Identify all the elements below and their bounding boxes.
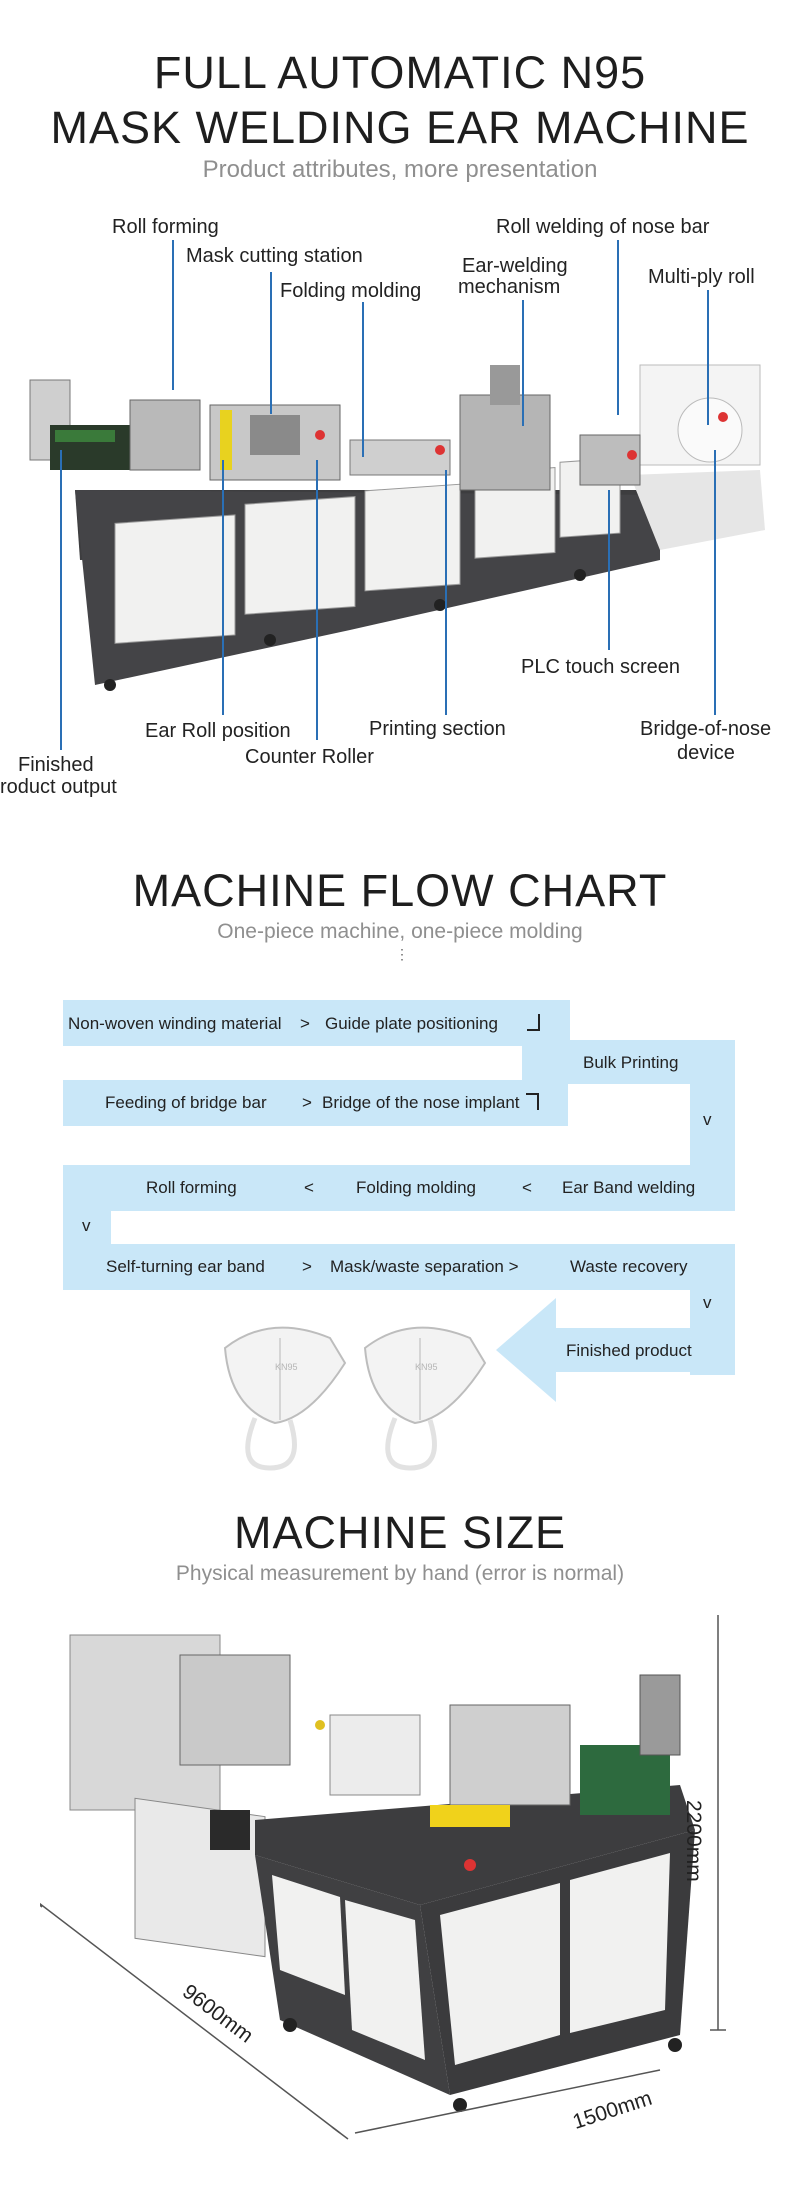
label-roll-forming: Roll forming xyxy=(112,216,219,238)
flow-dots: ⋮ xyxy=(395,946,409,962)
flow-arrow: < xyxy=(304,1178,314,1197)
flow-step-roll-forming: Roll forming xyxy=(146,1178,237,1197)
leader-ear-welding xyxy=(522,300,524,426)
leader-bridge-nose xyxy=(714,450,716,715)
page-subtitle: Product attributes, more presentation xyxy=(202,156,598,183)
leader-counter-roller xyxy=(316,460,318,740)
flow-arrow: < xyxy=(522,1178,532,1197)
machine-illustration xyxy=(29,364,765,691)
size-subtitle: Physical measurement by hand (error is n… xyxy=(175,1562,625,1585)
flow-arrowhead-finished xyxy=(496,1298,556,1402)
leader-finished xyxy=(60,450,62,750)
mask-print-text: KN95 xyxy=(275,1362,298,1372)
label-folding-molding: Folding molding xyxy=(280,280,422,302)
flow-step-ear-band-welding: Ear Band welding xyxy=(562,1178,696,1197)
flow-arrow-down: v xyxy=(703,1110,712,1129)
label-mask-cutting: Mask cutting station xyxy=(186,245,363,267)
label-ear-welding-2: mechanism xyxy=(458,276,561,298)
page-title-line1: FULL AUTOMATIC N95 xyxy=(153,47,647,98)
page-title-line2: MASK WELDING EAR MACHINE xyxy=(50,102,750,153)
label-finished-1: Finished xyxy=(18,754,94,776)
label-bridge-nose-2: device xyxy=(677,742,735,764)
dimension-height: 2200mm xyxy=(682,1800,705,1882)
leader-nose-bar xyxy=(617,240,619,415)
flow-band-row1 xyxy=(63,1000,568,1046)
flow-subtitle: One-piece machine, one-piece molding xyxy=(217,920,583,943)
label-nose-bar: Roll welding of nose bar xyxy=(496,216,710,238)
leader-multi-ply xyxy=(707,290,709,425)
flow-step-self-turning: Self-turning ear band xyxy=(106,1257,265,1276)
flow-band-bulk xyxy=(522,1040,735,1084)
flow-step-finished-product: Finished product xyxy=(566,1341,692,1360)
flow-arrow: > xyxy=(300,1014,310,1033)
label-ear-roll: Ear Roll position xyxy=(145,720,291,742)
mask-products-image: KN95 KN95 xyxy=(223,1326,487,1471)
mask-print-text: KN95 xyxy=(415,1362,438,1372)
flow-arrow: > xyxy=(302,1093,312,1112)
leader-roll-forming xyxy=(172,240,174,390)
flow-step-mask-separation: Mask/waste separation > xyxy=(330,1257,519,1276)
label-finished-2: roduct output xyxy=(0,776,117,798)
flow-arrow: > xyxy=(302,1257,312,1276)
label-multi-ply: Multi-ply roll xyxy=(648,266,755,288)
label-printing: Printing section xyxy=(369,718,506,740)
label-bridge-nose-1: Bridge-of-nose xyxy=(640,718,772,740)
mask-icon: KN95 xyxy=(363,1326,487,1471)
label-counter-roller: Counter Roller xyxy=(245,746,374,768)
leader-plc xyxy=(608,490,610,650)
leader-folding-molding xyxy=(362,302,364,457)
bracket-icon-2 xyxy=(526,1093,539,1110)
machine-size-illustration xyxy=(40,1615,726,2140)
flow-step-nonwoven: Non-woven winding material xyxy=(68,1014,282,1033)
flow-band-connector2 xyxy=(690,1080,735,1165)
flow-step-feeding-bridge: Feeding of bridge bar xyxy=(105,1093,267,1112)
leader-mask-cutting xyxy=(270,272,272,414)
flow-step-bulk-printing: Bulk Printing xyxy=(583,1053,679,1072)
flow-band-row2 xyxy=(63,1080,568,1126)
flow-title: MACHINE FLOW CHART xyxy=(132,865,668,916)
flow-band-finished xyxy=(550,1328,735,1372)
flow-arrow-down: v xyxy=(703,1293,712,1312)
bracket-icon xyxy=(527,1014,540,1031)
size-title: MACHINE SIZE xyxy=(233,1507,567,1558)
flow-step-guide-plate: Guide plate positioning xyxy=(325,1014,498,1033)
flow-step-nose-implant: Bridge of the nose implant xyxy=(322,1093,520,1112)
flow-band-row4 xyxy=(63,1244,735,1290)
flow-band-row3 xyxy=(63,1165,735,1211)
label-ear-welding-1: Ear-welding xyxy=(462,255,568,277)
flow-step-waste-recovery: Waste recovery xyxy=(570,1257,688,1276)
mask-icon: KN95 xyxy=(223,1326,347,1471)
leader-printing xyxy=(445,470,447,715)
label-plc: PLC touch screen xyxy=(521,656,680,678)
leader-ear-roll xyxy=(222,460,224,715)
flow-arrow-down: v xyxy=(82,1216,91,1235)
flow-step-folding: Folding molding xyxy=(356,1178,477,1197)
